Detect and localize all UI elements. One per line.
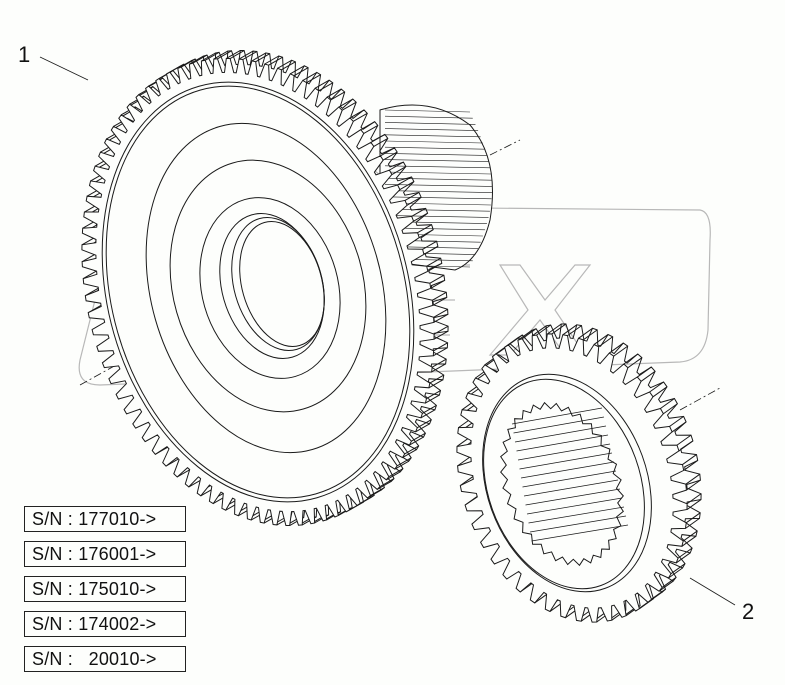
callout-2: 2 xyxy=(742,599,755,624)
serial-number-box: S/N : 174002-> xyxy=(24,611,186,637)
serial-number-box: S/N : 177010-> xyxy=(24,506,186,532)
gear-2 xyxy=(456,323,702,623)
gear-1 xyxy=(81,50,449,526)
callout-1: 1 xyxy=(18,42,31,67)
serial-number-box: S/N : 20010-> xyxy=(24,646,186,672)
gear-1-hub xyxy=(379,104,493,271)
serial-number-box: S/N : 176001-> xyxy=(24,541,186,567)
serial-number-box: S/N : 175010-> xyxy=(24,576,186,602)
